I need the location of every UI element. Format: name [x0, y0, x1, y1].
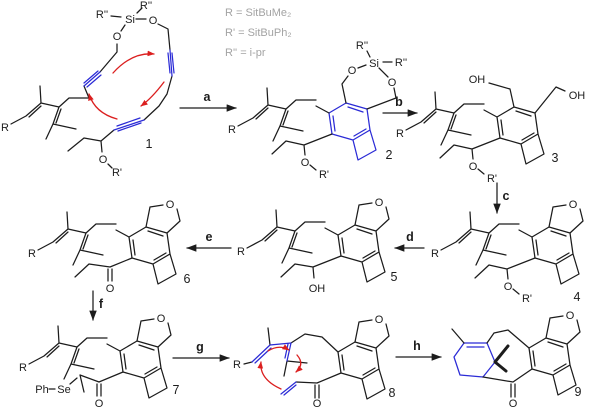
bond-lines	[280, 227, 342, 279]
bond-lines	[48, 343, 124, 397]
atom-label-oh: OH	[469, 74, 486, 86]
diene-sidechain	[0, 85, 90, 140]
step-label-c: c	[503, 189, 510, 203]
atom-label-r-dprime: R''	[395, 57, 407, 69]
structure-4: 4	[430, 199, 583, 306]
atom-label-r-prime: R'	[112, 167, 122, 179]
reaction-arrow-a: a	[179, 90, 237, 112]
electron-pushing-arrow	[257, 361, 282, 390]
step-label-b: b	[395, 95, 403, 109]
bond-lines	[518, 229, 533, 238]
bond-lines	[74, 229, 133, 282]
step-label-h: h	[413, 339, 421, 353]
compound-number-5: 5	[391, 270, 398, 284]
atom-label-o: O	[313, 398, 322, 410]
atom-label-o: O	[509, 398, 518, 410]
reaction-arrow-b: b	[382, 95, 418, 117]
legend: R = SitBuMe₂ R' = SitBuPh₂ R'' = i-pr	[225, 7, 292, 59]
silyl-ether-group	[474, 257, 536, 306]
highlighted-arene-core	[328, 102, 377, 161]
atom-label-o: O	[388, 77, 397, 89]
structure-8: R O 8	[233, 314, 396, 410]
electron-pushing-arrow	[140, 81, 165, 107]
step-label-a: a	[204, 90, 212, 104]
step-label-f: f	[99, 297, 104, 311]
legend-line-2: R' = SitBuPh₂	[225, 27, 292, 39]
atom-label-si: Si	[125, 14, 135, 26]
reaction-arrow-e: e	[186, 230, 232, 252]
atom-label-r: R	[233, 359, 241, 371]
bond-lines	[315, 50, 397, 114]
bond-lines	[451, 328, 533, 398]
electron-pushing-arrow	[88, 93, 118, 120]
atom-label-r-dprime: R''	[96, 9, 108, 21]
benzocyclobutene-furan-core	[129, 199, 180, 284]
atom-label-oh: OH	[569, 90, 586, 102]
structure-3: OH OH 3	[395, 74, 586, 186]
compound-number-1: 1	[146, 137, 153, 151]
benzocyclobutene-furan-core	[120, 313, 171, 398]
electron-pushing-arrow	[267, 344, 290, 352]
bold-methyl-wedges	[493, 344, 510, 373]
compound-number-4: 4	[574, 290, 581, 304]
atom-label-si: Si	[369, 58, 379, 70]
step-label-g: g	[196, 340, 204, 354]
highlighted-cyclohexene-ring	[453, 342, 496, 378]
atom-label-o: O	[149, 15, 158, 27]
structure-2: O Si R'' R'' O 2	[227, 40, 407, 182]
bond-lines	[483, 82, 566, 118]
silyl-ether-group	[271, 133, 333, 182]
legend-line-3: R'' = i-pr	[225, 47, 266, 59]
bond-lines	[67, 7, 173, 169]
reaction-arrow-f: f	[89, 290, 104, 321]
electron-pushing-arrow	[112, 50, 155, 74]
atom-label-o: O	[95, 398, 104, 410]
compound-number-3: 3	[552, 151, 559, 165]
benzocyclobutene-furan-core	[338, 314, 389, 399]
diene-sidechain	[18, 325, 108, 380]
structure-5: OH 5	[236, 197, 398, 295]
reaction-arrow-g: g	[172, 340, 230, 362]
atom-label-r-dprime: R''	[356, 40, 368, 52]
atom-label-r-dprime: R''	[140, 0, 152, 12]
step-label-d: d	[406, 230, 414, 244]
diene-sidechain	[430, 211, 520, 266]
benzocyclobutene-furan-core	[532, 199, 583, 284]
diene-sidechain	[236, 209, 326, 264]
silyl-ether-group	[439, 137, 501, 186]
compound-number-7: 7	[173, 383, 180, 397]
benzocyclobutene-furan-core	[529, 310, 580, 395]
atom-label-o: O	[113, 31, 122, 43]
atom-label-o: O	[348, 65, 357, 77]
reaction-arrow-h: h	[395, 339, 442, 361]
atom-label-ph: Ph	[35, 384, 48, 396]
structure-9: O 9	[451, 310, 582, 410]
structure-6: O 6	[27, 199, 191, 295]
compound-number-2: 2	[386, 148, 393, 162]
atom-label-oh: OH	[309, 283, 326, 295]
atom-label-se: Se	[57, 384, 70, 396]
atom-label-o: O	[99, 154, 108, 166]
bond-lines	[243, 327, 342, 399]
compound-number-6: 6	[184, 272, 191, 286]
legend-line-1: R = SitBuMe₂	[225, 7, 291, 19]
step-label-e: e	[206, 230, 213, 244]
structure-1: R'' R'' Si O O O R' 1	[0, 0, 175, 179]
compound-number-8: 8	[389, 386, 396, 400]
electron-pushing-arrow	[295, 354, 303, 373]
benzocyclobutene-furan-core	[338, 197, 389, 282]
reaction-arrow-d: d	[394, 230, 425, 252]
diene-sidechain	[395, 91, 485, 146]
atom-label-o: O	[106, 283, 115, 295]
structure-7: O Se Ph 7	[18, 313, 180, 410]
benzocyclobutene-core	[496, 106, 545, 165]
reaction-arrow-c: c	[493, 182, 510, 214]
alkyne-triple-bonds	[83, 49, 175, 132]
diene-sidechain	[27, 211, 117, 266]
diene-sidechain	[227, 87, 317, 142]
highlighted-diene-bonds	[251, 342, 297, 396]
compound-number-9: 9	[575, 385, 582, 399]
